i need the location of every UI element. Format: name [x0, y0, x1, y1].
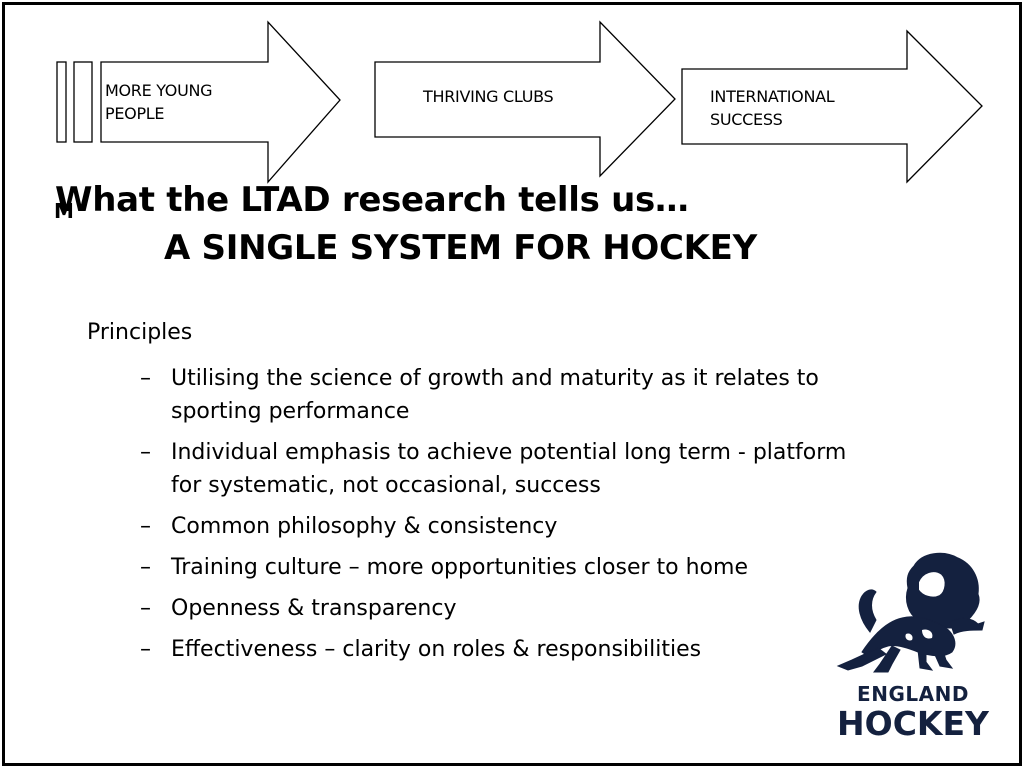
slide-title: What the LTAD research tells us…	[55, 180, 689, 220]
list-item-text: Openness & transparency	[171, 596, 457, 621]
list-item-text: Effectiveness – clarity on roles & respo…	[171, 637, 702, 662]
arrow-thriving-clubs	[374, 20, 676, 178]
arrow-label-line: SUCCESS	[710, 110, 783, 129]
list-item-text: Individual emphasis to achieve potential…	[171, 440, 847, 498]
arrow-more-young-people	[100, 20, 341, 184]
list-item: –Individual emphasis to achieve potentia…	[140, 436, 880, 502]
arrow-label-line: INTERNATIONAL	[710, 87, 835, 106]
bullet-dash: –	[140, 637, 151, 662]
list-item: –Common philosophy & consistency	[140, 510, 880, 543]
slide-subtitle: A SINGLE SYSTEM FOR HOCKEY	[164, 228, 757, 268]
list-item: –Utilising the science of growth and mat…	[140, 362, 880, 428]
logo-text-hockey: HOCKEY	[837, 704, 989, 743]
arrow-label-line: MORE YOUNG	[105, 81, 213, 100]
list-item-text: Common philosophy & consistency	[171, 514, 558, 539]
list-item: –Effectiveness – clarity on roles & resp…	[140, 633, 880, 666]
title-overlap-glyph: M	[54, 199, 74, 223]
principles-heading: Principles	[87, 320, 193, 345]
progression-arrows	[56, 20, 983, 184]
bullet-dash: –	[140, 366, 151, 391]
arrow-label-international-success: INTERNATIONAL SUCCESS	[710, 85, 835, 131]
arrow-label-line: THRIVING CLUBS	[423, 87, 554, 106]
list-item-text: Training culture – more opportunities cl…	[171, 555, 748, 580]
list-item-text: Utilising the science of growth and matu…	[171, 366, 819, 424]
lion-logo-icon	[836, 552, 985, 673]
logo-text-england: ENGLAND	[857, 682, 969, 706]
bullet-dash: –	[140, 514, 151, 539]
bullet-dash: –	[140, 596, 151, 621]
arrow-international-success	[681, 29, 983, 184]
bar-shape-2	[73, 61, 93, 143]
bullet-dash: –	[140, 555, 151, 580]
list-item: –Training culture – more opportunities c…	[140, 551, 880, 584]
arrow-label-line: PEOPLE	[105, 104, 165, 123]
bullet-dash: –	[140, 440, 151, 465]
arrow-label-thriving-clubs: THRIVING CLUBS	[423, 85, 554, 108]
list-item: –Openness & transparency	[140, 592, 880, 625]
principles-list: –Utilising the science of growth and mat…	[140, 362, 880, 674]
arrow-label-more-young-people: MORE YOUNG PEOPLE	[105, 79, 213, 125]
bar-shape-1	[56, 61, 67, 143]
england-hockey-logo: ENGLAND HOCKEY	[822, 548, 1004, 748]
